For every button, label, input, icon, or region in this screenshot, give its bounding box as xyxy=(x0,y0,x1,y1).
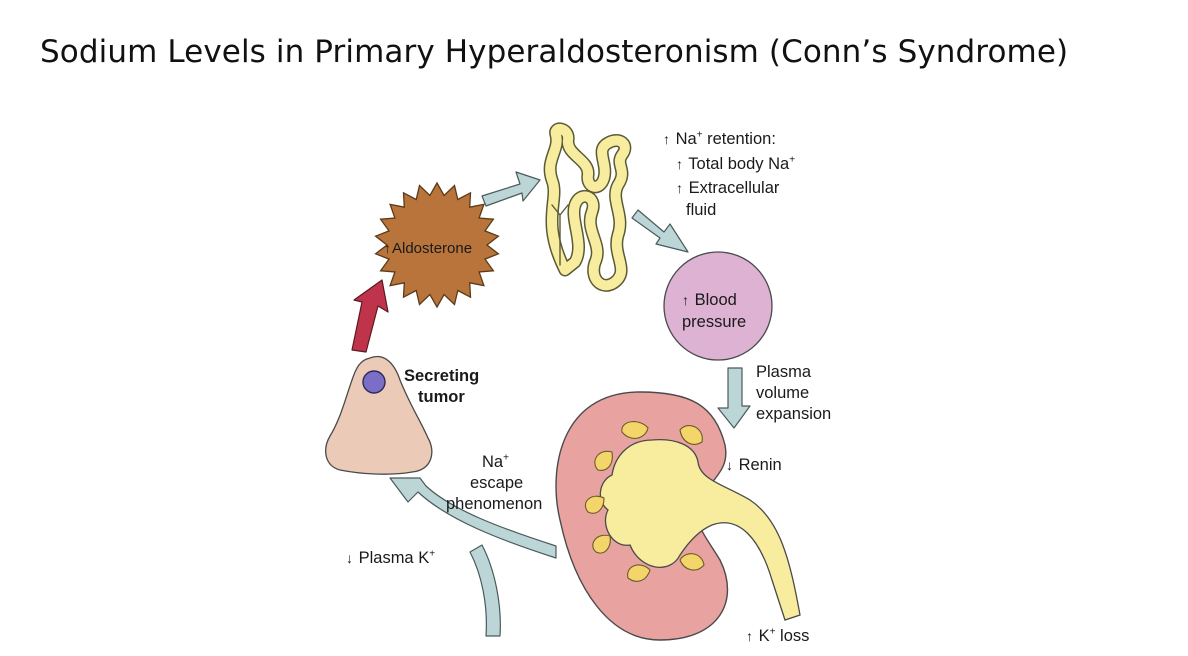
aldosterone-text: Aldosterone xyxy=(392,240,473,257)
cycle-arrows xyxy=(389,171,751,637)
tumor-nucleus xyxy=(362,370,386,394)
kidney-illustration xyxy=(555,391,801,641)
na-escape-sup: + xyxy=(503,452,509,464)
na-retention-label: Na+ retention: xyxy=(663,129,776,150)
renin-label: Renin xyxy=(726,455,782,476)
secreting-label: Secreting xyxy=(404,367,480,385)
k-loss-sup: + xyxy=(769,626,776,638)
na-retention-suffix: retention: xyxy=(702,130,776,148)
arrow-tumor-to-aldosterone xyxy=(351,279,389,353)
escape-label: escape xyxy=(470,474,524,492)
expansion-label: expansion xyxy=(756,405,832,423)
extracellular-text: Extracellular xyxy=(688,179,780,197)
total-body-sup: + xyxy=(789,154,796,166)
na-retention-sup: + xyxy=(696,129,703,141)
tumor-label: tumor xyxy=(418,388,465,406)
renin-text: Renin xyxy=(738,456,782,474)
phenomenon-label: phenomenon xyxy=(446,495,543,513)
plasma-k-prefix: Plasma K xyxy=(358,549,430,567)
plasma-k-label: Plasma K+ xyxy=(346,548,435,569)
blood-pressure-label: Blood xyxy=(682,290,737,311)
total-body-text: Total body Na xyxy=(688,155,790,173)
volume-label: volume xyxy=(756,384,810,402)
plasma-label: Plasma xyxy=(756,363,812,381)
k-loss-prefix: K xyxy=(758,627,770,645)
tumor-illustration xyxy=(325,355,433,475)
arrow-plasma-k-branch xyxy=(469,544,501,637)
na-escape-prefix: Na xyxy=(482,453,504,471)
pressure-label: pressure xyxy=(682,313,747,331)
na-escape-label: Na+ xyxy=(482,452,509,473)
slide-title: Sodium Levels in Primary Hyperaldosteron… xyxy=(40,34,1069,70)
na-retention-prefix: Na xyxy=(675,130,697,148)
blood-text: Blood xyxy=(694,291,737,309)
k-loss-label: K+ loss xyxy=(746,626,810,647)
aldosterone-label: Aldosterone xyxy=(384,238,472,259)
k-loss-suffix: loss xyxy=(775,627,810,645)
arrow-nephron-to-blood-pressure xyxy=(631,209,689,253)
fluid-label: fluid xyxy=(686,201,717,219)
nephron-illustration xyxy=(543,122,632,292)
arrow-escape-to-tumor xyxy=(389,477,557,559)
total-body-na-label: Total body Na+ xyxy=(676,154,795,175)
plasma-k-sup: + xyxy=(429,548,436,560)
arrow-blood-pressure-to-kidney xyxy=(717,367,751,429)
extracellular-label: Extracellular xyxy=(676,178,780,199)
arrow-aldosterone-to-kidney xyxy=(481,171,541,207)
